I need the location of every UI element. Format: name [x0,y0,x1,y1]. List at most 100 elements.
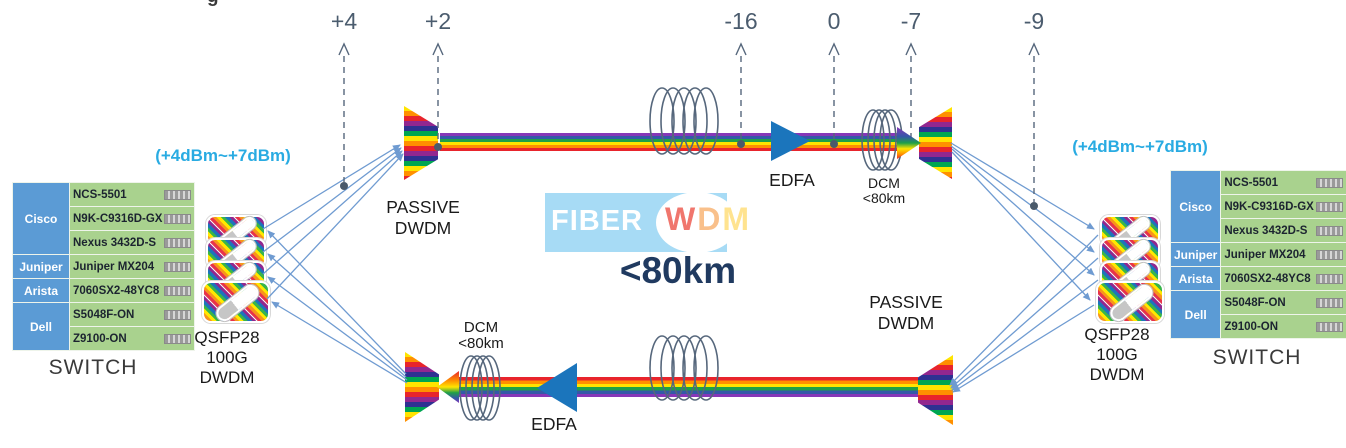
switch-device-icon [1315,249,1343,260]
switch-label: SWITCH [1212,346,1302,369]
model-cell: NCS-5501 [1220,170,1346,195]
fiber-arrowhead-icon [437,371,459,403]
table-row: N9K-C9316D-GX [1171,194,1346,219]
vendor-cell: Dell [12,302,70,351]
switch-device-icon [1315,321,1343,332]
model-cell: N9K-C9316D-GX [68,206,196,231]
fiberwdm-logo-ellipse [656,192,738,253]
power-level-value: -9 [1023,8,1045,34]
dcm-label: DCM<80km [862,175,906,206]
model-cell-content: Nexus 3432D-S [1224,225,1343,237]
switch-device-icon [164,261,192,272]
power-level-value: -7 [900,8,922,34]
model-cell-content: 7060SX2-48YC8 [73,284,192,297]
model-name: S5048F-ON [73,308,135,321]
model-name: N9K-C9316D-GX [1224,200,1314,213]
transceiver-capsule-icon [1107,281,1156,325]
model-name: Z9100-ON [1224,320,1279,333]
model-cell: N9K-C9316D-GX [1220,194,1346,219]
power-level-value: 0 [827,8,841,34]
table-row: Z9100-ON [13,326,196,351]
model-name: NCS-5501 [1224,176,1279,189]
passive-dwdm-demux-icon [405,352,439,422]
qsfp28-module-icon [1096,281,1164,325]
model-name: 7060SX2-48YC8 [73,284,160,297]
switch-device-icon [1315,273,1343,284]
switch-device-icon [1315,177,1343,188]
link-distance-label: <80km [619,250,737,291]
model-cell: S5048F-ON [1220,290,1346,315]
model-name: Z9100-ON [73,332,127,345]
switch-device-icon [164,333,192,344]
model-cell: NCS-5501 [68,182,196,207]
model-cell: S5048F-ON [68,302,196,327]
model-name: 7060SX2-48YC8 [1224,272,1311,285]
table-row: Z9100-ON [1171,314,1346,339]
table-row: Nexus 3432D-S [13,230,196,255]
model-cell: 7060SX2-48YC8 [1220,266,1346,291]
edfa-label: EDFA [769,170,815,190]
table-row: Nexus 3432D-S [1171,218,1346,243]
model-cell-content: S5048F-ON [73,308,192,321]
model-cell: Nexus 3432D-S [1220,218,1346,243]
dcm-label: DCM<80km [458,319,504,352]
power-level-value: +2 [424,8,452,34]
transceiver-capsule-icon [213,281,262,325]
model-cell-content: S5048F-ON [1224,296,1343,309]
model-cell-content: NCS-5501 [1224,176,1343,189]
fan-lines-left-rx [267,230,408,384]
switch-device-icon [164,237,192,248]
model-cell-content: Juniper MX204 [1224,248,1343,261]
vendor-cell: Cisco [1169,170,1222,243]
power-level-value: -16 [724,8,758,34]
switch-device-icon [164,309,192,320]
vendor-cell: Arista [1169,266,1222,291]
vendor-cell: Dell [1169,290,1222,339]
switch-device-icon [1315,201,1343,212]
fiber-stripe-top [440,133,902,151]
switch-label: SWITCH [48,356,138,379]
tx-power-range-label: (+4dBm~+7dBm) [1072,137,1208,156]
fiberwdm-logo-wdm-text: WDM [665,201,751,237]
vendor-cell: Juniper [1169,242,1222,267]
table-row: N9K-C9316D-GX [13,206,196,231]
fan-lines-left-tx [262,144,404,300]
model-name: S5048F-ON [1224,296,1286,309]
switch-device-icon [1315,225,1343,236]
vendor-cell: Juniper [12,254,70,279]
fan-lines-right-rx [950,142,1095,301]
model-cell: Nexus 3432D-S [68,230,196,255]
fan-lines-right-tx [949,234,1099,393]
vendor-cell: Cisco [12,182,70,255]
model-cell: 7060SX2-48YC8 [68,278,196,303]
passive-dwdm-mux-icon [918,355,953,425]
model-cell-content: Nexus 3432D-S [73,237,192,249]
model-name: Juniper MX204 [1224,248,1306,261]
model-cell-content: Z9100-ON [73,332,192,345]
model-cell: Juniper MX204 [68,254,196,279]
power-level-value: +4 [330,8,358,34]
vendor-cell: Arista [12,278,70,303]
model-name: Juniper MX204 [73,260,155,273]
passive-dwdm-demux-icon [919,107,952,179]
model-cell-content: N9K-C9316D-GX [73,212,192,225]
model-name: N9K-C9316D-GX [73,212,163,225]
model-cell-content: N9K-C9316D-GX [1224,200,1343,213]
edfa-label: EDFA [531,414,577,434]
model-cell: Juniper MX204 [1220,242,1346,267]
switch-device-icon [164,189,192,200]
model-cell-content: 7060SX2-48YC8 [1224,272,1343,285]
tx-power-range-label: (+4dBm~+7dBm) [155,146,291,165]
model-cell: Z9100-ON [68,326,196,351]
